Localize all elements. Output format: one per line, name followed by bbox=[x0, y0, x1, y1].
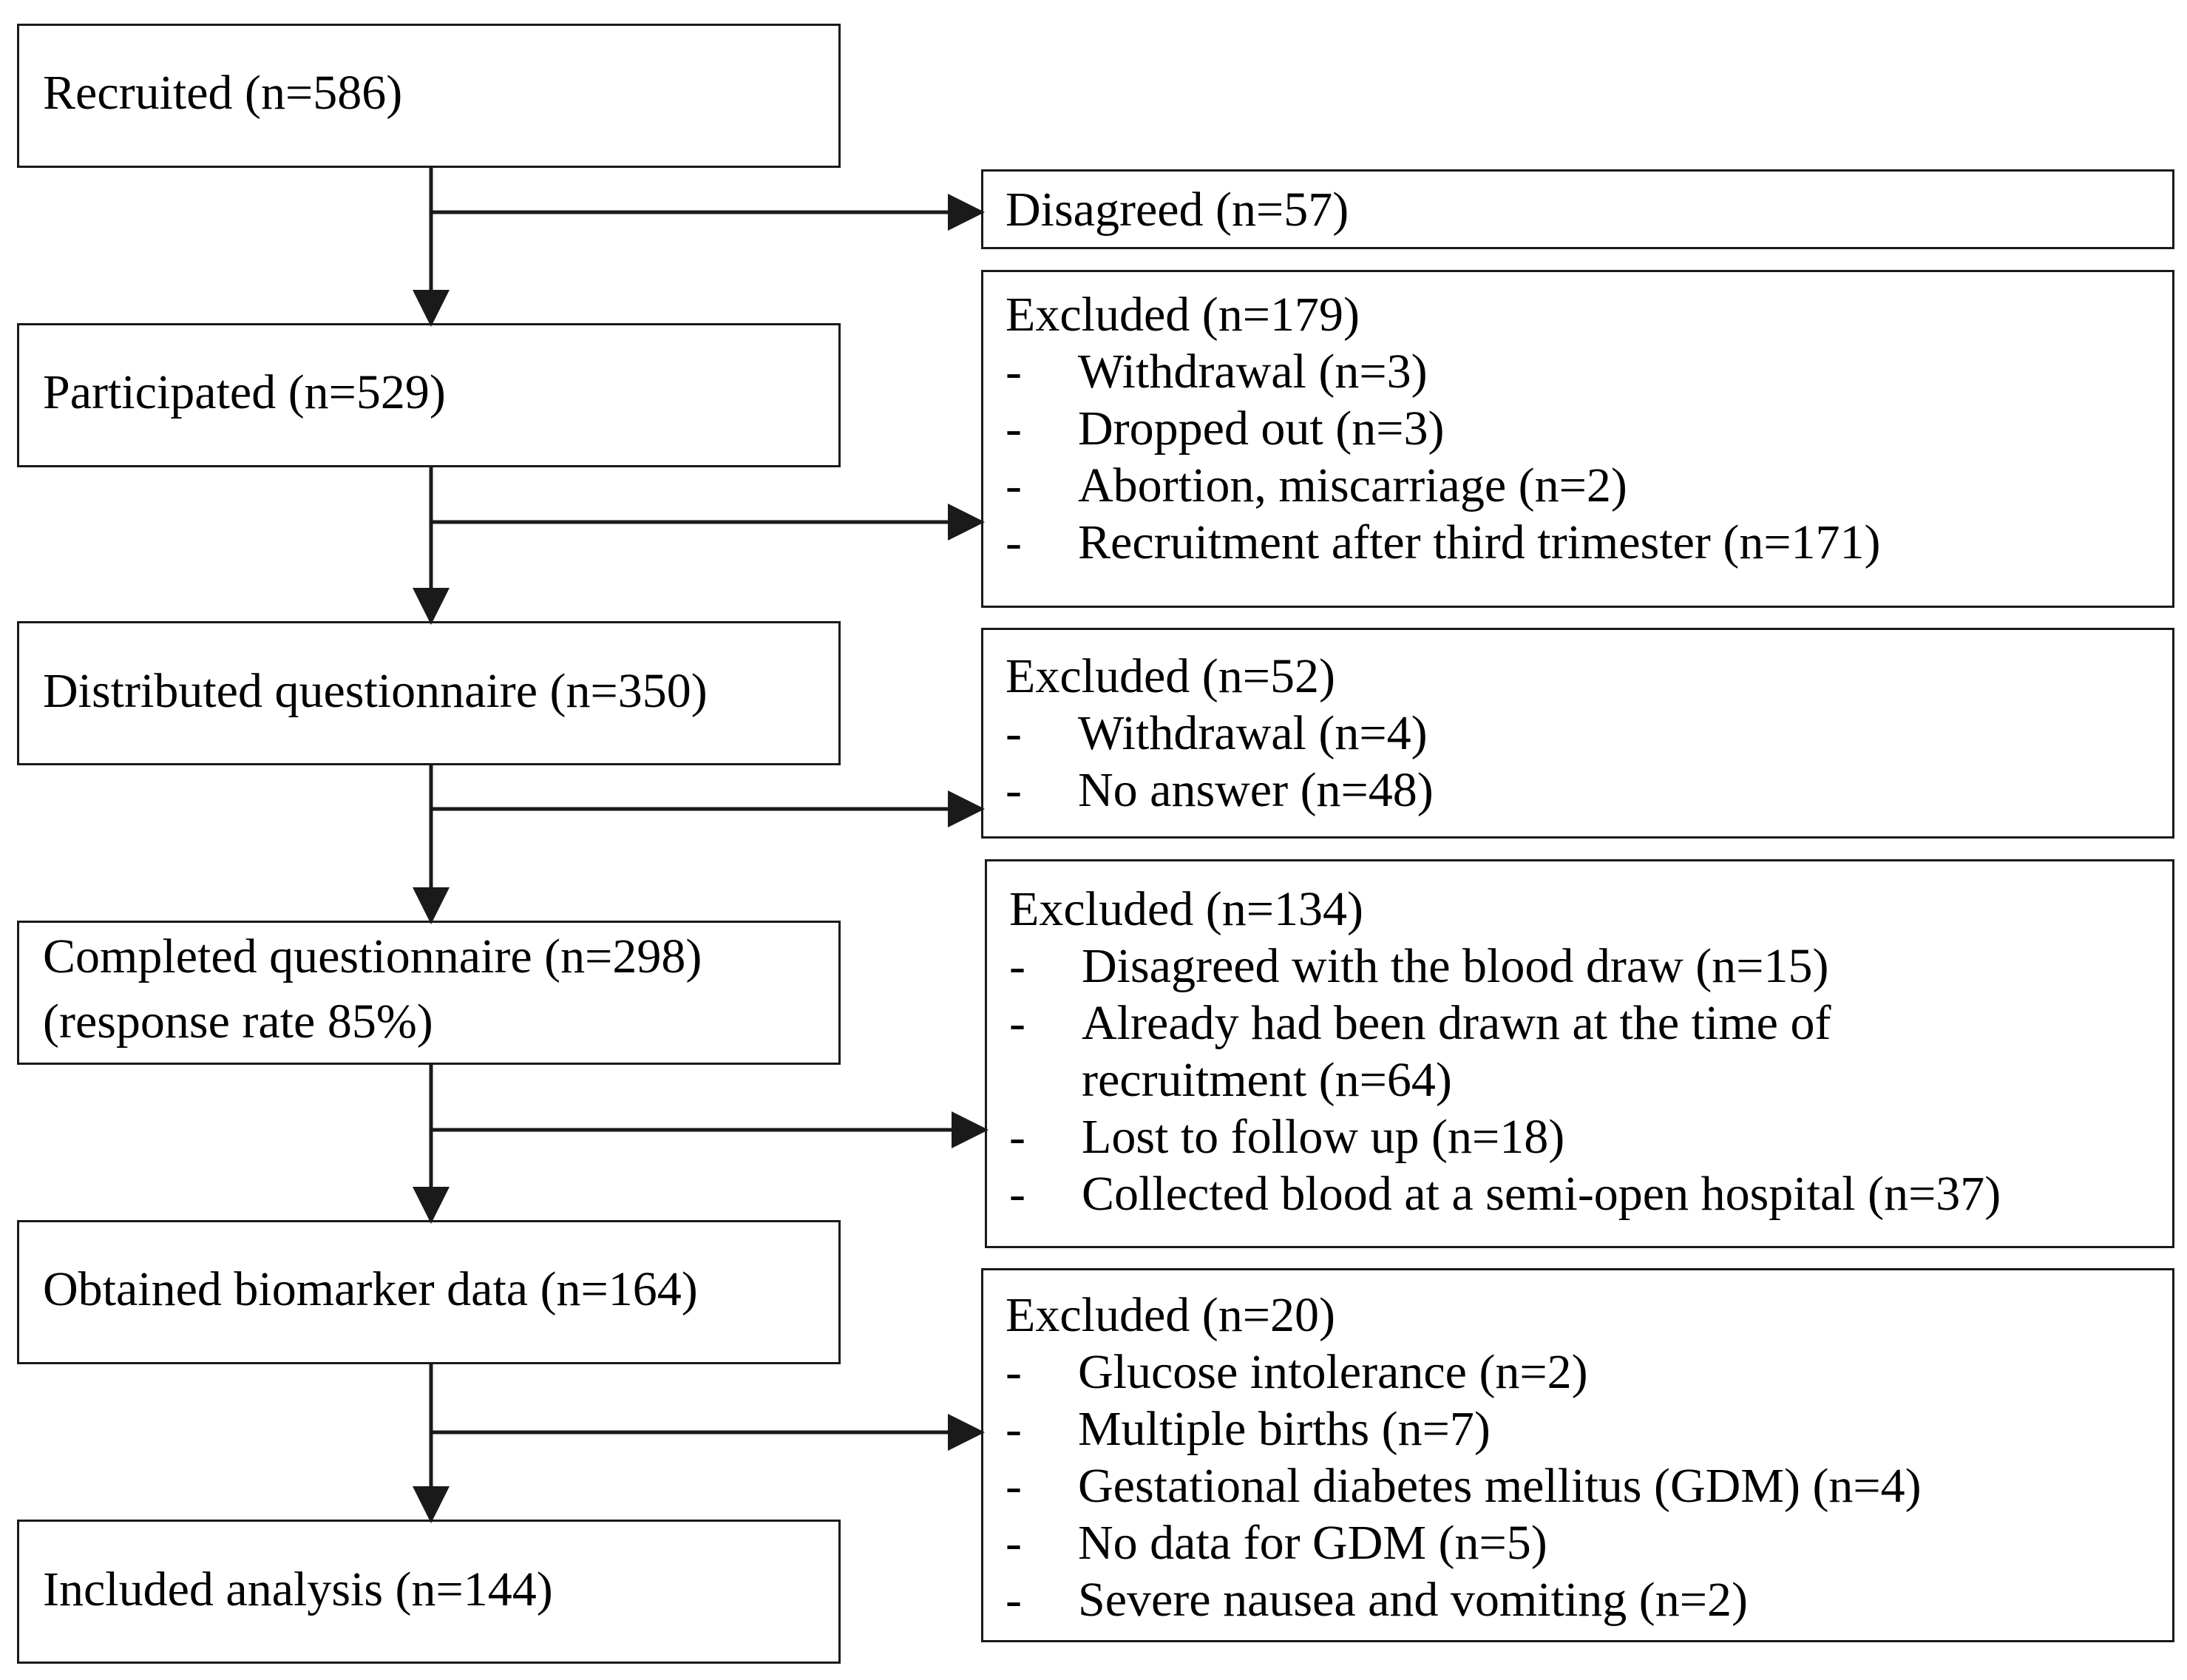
step-recruited: Recruited (n=586) bbox=[17, 24, 841, 168]
side-box-excluded-179: Excluded (n=179) - Withdrawal (n=3) - Dr… bbox=[981, 270, 2174, 608]
side-box-heading: Excluded (n=179) bbox=[1006, 288, 1360, 342]
side-box-heading: Excluded (n=134) bbox=[1009, 882, 1363, 936]
list-item: Already had been drawn at the time of bbox=[1082, 996, 1831, 1050]
list-dash: - bbox=[1006, 763, 1022, 817]
side-box-heading: Excluded (n=52) bbox=[1006, 649, 1335, 703]
step-distributed: Distributed questionnaire (n=350) bbox=[17, 621, 841, 765]
step-distributed-label: Distributed questionnaire (n=350) bbox=[43, 664, 708, 718]
list-item: Abortion, miscarriage (n=2) bbox=[1078, 458, 1627, 512]
list-item: Dropped out (n=3) bbox=[1078, 402, 1445, 455]
step-completed: Completed questionnaire (n=298) (respons… bbox=[17, 921, 841, 1065]
list-dash: - bbox=[1006, 1516, 1022, 1570]
list-dash: - bbox=[1006, 345, 1022, 399]
step-completed-rate: (response rate 85%) bbox=[43, 995, 433, 1049]
side-box-excluded-20: Excluded (n=20) - Glucose intolerance (n… bbox=[981, 1268, 2174, 1642]
list-dash: - bbox=[1006, 706, 1022, 760]
list-dash: - bbox=[1009, 1110, 1025, 1164]
list-dash: - bbox=[1006, 458, 1022, 512]
list-dash: - bbox=[1006, 1345, 1022, 1399]
step-obtained: Obtained biomarker data (n=164) bbox=[17, 1220, 841, 1364]
list-item: Disagreed with the blood draw (n=15) bbox=[1082, 939, 1829, 993]
step-completed-label: Completed questionnaire (n=298) bbox=[43, 929, 702, 983]
list-item: Severe nausea and vomiting (n=2) bbox=[1078, 1573, 1748, 1627]
step-obtained-label: Obtained biomarker data (n=164) bbox=[43, 1262, 698, 1316]
list-item: No answer (n=48) bbox=[1078, 763, 1434, 817]
list-dash: - bbox=[1006, 1459, 1022, 1513]
list-item: Recruitment after third trimester (n=171… bbox=[1078, 515, 1881, 569]
list-item: Withdrawal (n=4) bbox=[1078, 706, 1428, 760]
list-dash: - bbox=[1006, 515, 1022, 569]
side-box-excluded-134: Excluded (n=134) - Disagreed with the bl… bbox=[985, 859, 2174, 1248]
list-item: Glucose intolerance (n=2) bbox=[1078, 1345, 1588, 1399]
step-included-label: Included analysis (n=144) bbox=[43, 1562, 553, 1616]
list-dash: - bbox=[1009, 939, 1025, 993]
side-box-disagreed: Disagreed (n=57) bbox=[981, 169, 2174, 249]
list-dash: - bbox=[1009, 1167, 1025, 1221]
side-box-excluded-52: Excluded (n=52) - Withdrawal (n=4) - No … bbox=[981, 628, 2174, 839]
list-item: Gestational diabetes mellitus (GDM) (n=4… bbox=[1078, 1459, 1922, 1513]
list-item: Withdrawal (n=3) bbox=[1078, 345, 1428, 399]
list-dash: - bbox=[1006, 402, 1022, 455]
list-dash: - bbox=[1009, 996, 1025, 1050]
list-dash: - bbox=[1006, 1402, 1022, 1456]
list-item: Multiple births (n=7) bbox=[1078, 1402, 1491, 1456]
list-item: Collected blood at a semi-open hospital … bbox=[1082, 1167, 2001, 1221]
step-recruited-label: Recruited (n=586) bbox=[43, 66, 403, 120]
list-item: recruitment (n=64) bbox=[1082, 1053, 1452, 1107]
step-participated: Participated (n=529) bbox=[17, 323, 841, 467]
list-item: Lost to follow up (n=18) bbox=[1082, 1110, 1565, 1164]
list-dash: - bbox=[1006, 1573, 1022, 1627]
step-included: Included analysis (n=144) bbox=[17, 1520, 841, 1664]
side-box-heading: Excluded (n=20) bbox=[1006, 1288, 1335, 1342]
list-item: No data for GDM (n=5) bbox=[1078, 1516, 1547, 1570]
side-box-heading: Disagreed (n=57) bbox=[1006, 183, 1349, 237]
step-participated-label: Participated (n=529) bbox=[43, 365, 446, 419]
